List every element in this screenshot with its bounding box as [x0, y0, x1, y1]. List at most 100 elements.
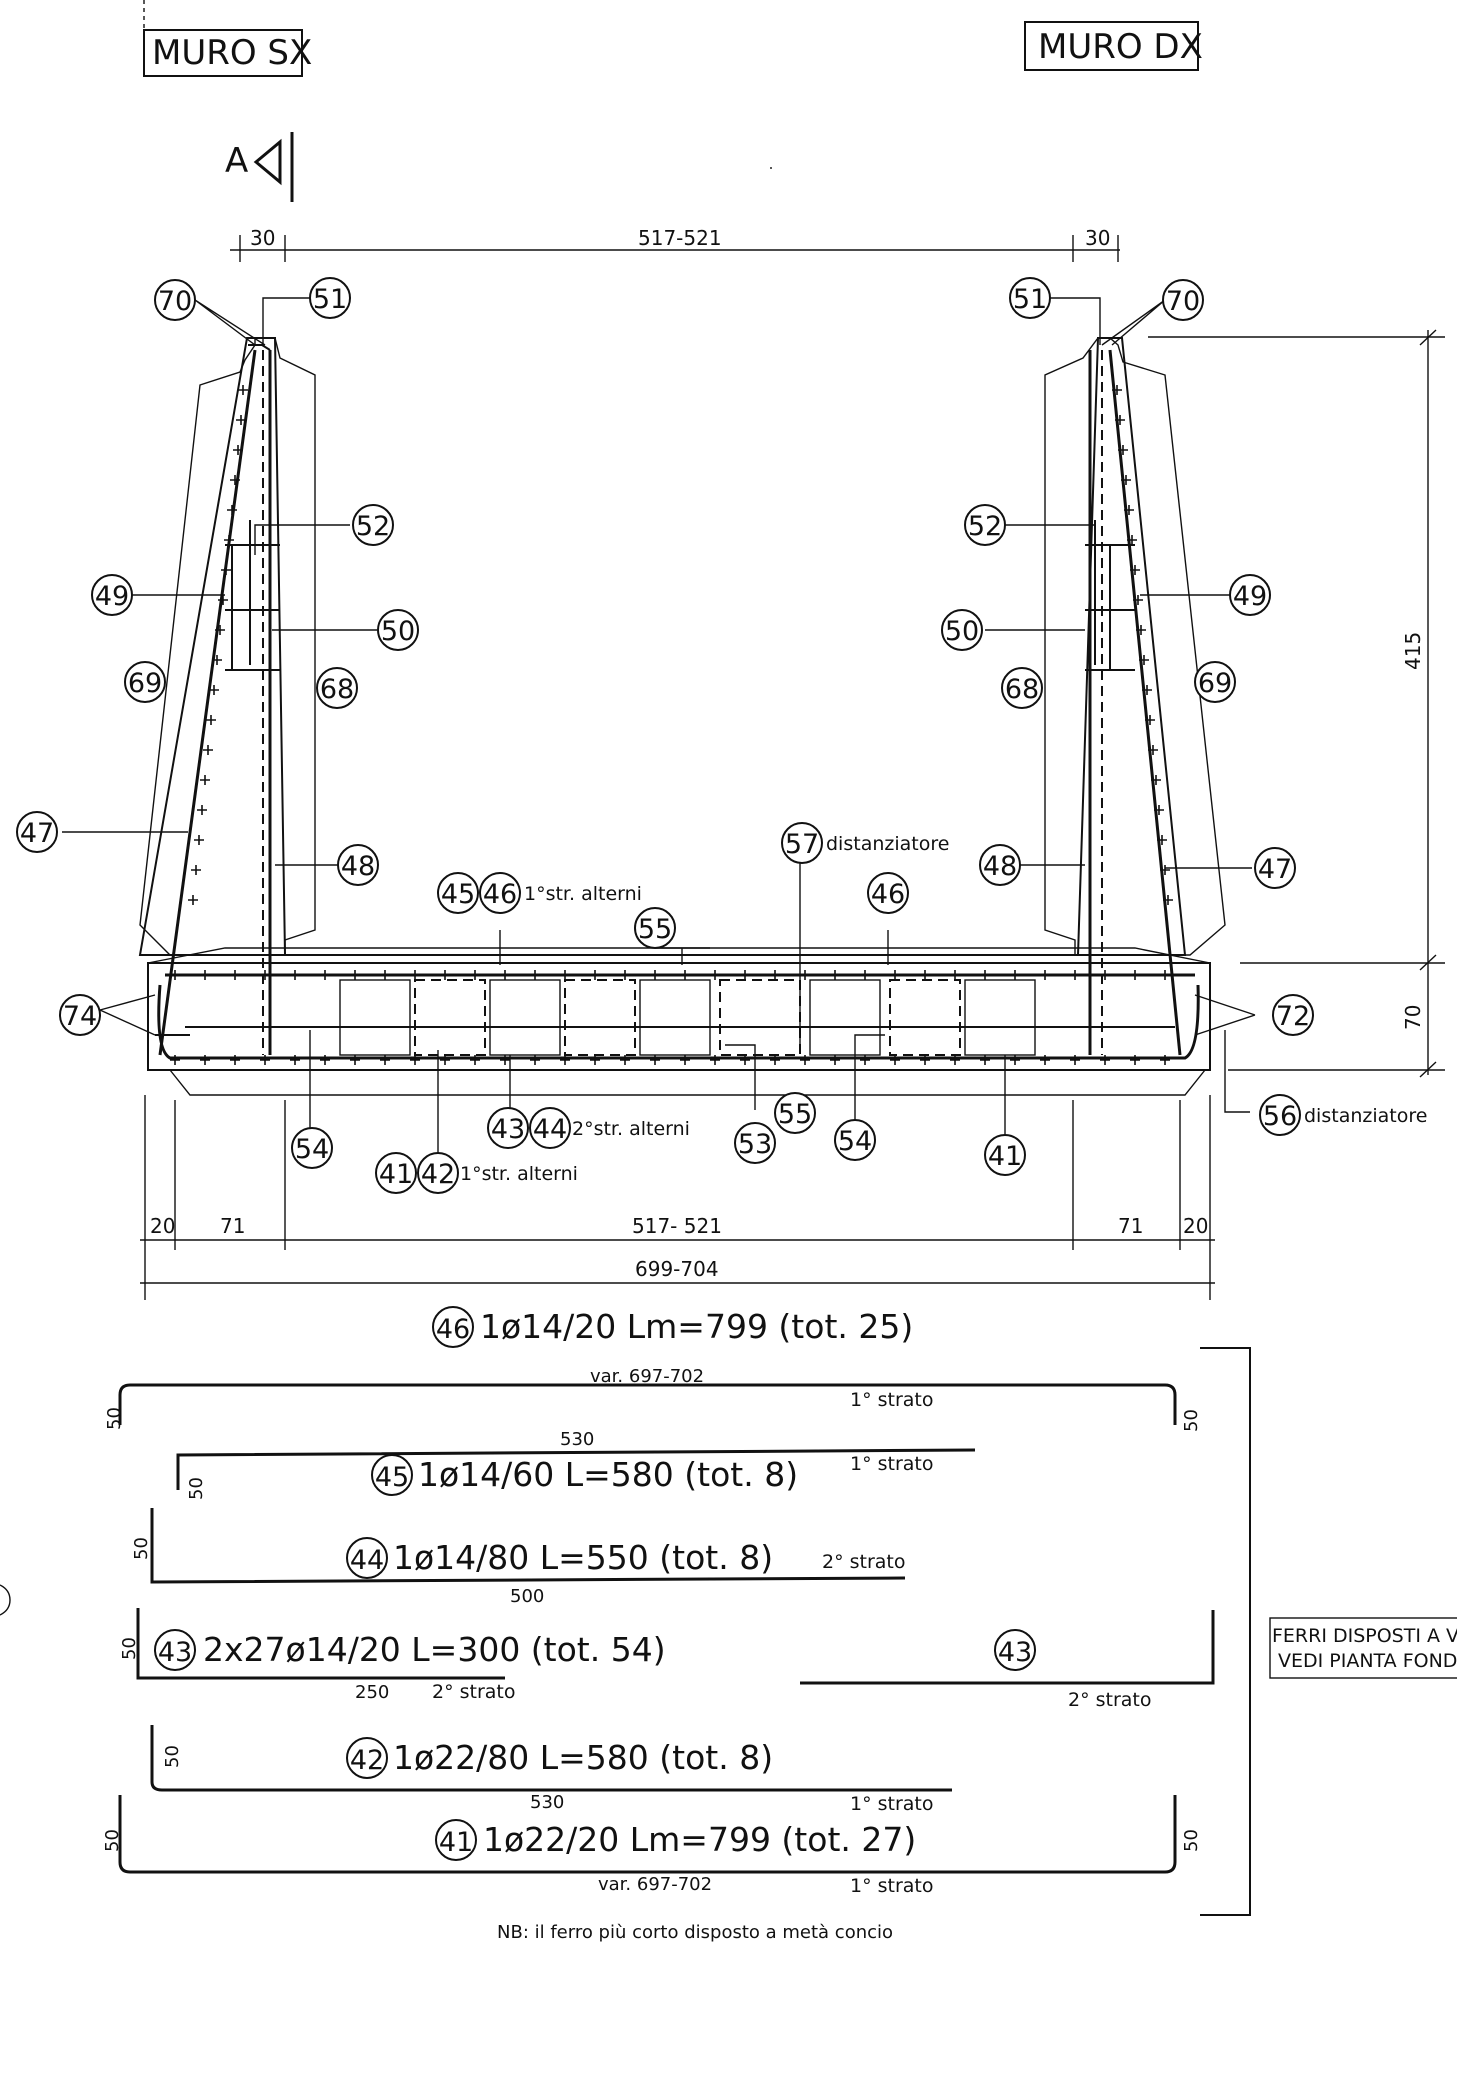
bar-46-layer: 1° strato [850, 1389, 934, 1411]
mark-72: 72 [1272, 994, 1314, 1036]
svg-text:49: 49 [95, 581, 129, 612]
section-marker: A [225, 132, 294, 202]
label-1str-alterni-bottom: 1°str. alterni [460, 1163, 578, 1185]
mark-52-left: 52 [352, 504, 394, 546]
dim-top-right: 30 [1085, 226, 1110, 250]
mark-68-right: 68 [1001, 667, 1043, 709]
mark-46-right: 46 [867, 872, 909, 914]
mark-57: 57 [781, 822, 823, 864]
svg-text:50: 50 [945, 616, 979, 647]
bar-44: 50 44 1ø14/80 L=550 (tot. 8) 2° strato 5… [131, 1508, 906, 1607]
svg-text:41: 41 [379, 1159, 413, 1190]
mark-54-right: 54 [834, 1119, 876, 1161]
right-vertical-dimension: 415 70 [1148, 329, 1445, 1078]
mark-50-left: 50 [377, 609, 419, 651]
label-2str-alterni: 2°str. alterni [572, 1118, 690, 1140]
bottom-dimensions: 20 71 517- 521 71 20 699-704 [140, 1095, 1215, 1300]
mark-74: 74 [59, 994, 101, 1036]
title-muro-dx: MURO DX [1024, 21, 1203, 71]
svg-text:57: 57 [785, 829, 819, 860]
edge-mark [0, 1584, 11, 1616]
bar-46-leg-right: 50 [1181, 1409, 1202, 1432]
side-note: FERRI DISPOSTI A VE VEDI PIANTA FONDA [1269, 1617, 1457, 1679]
bar-42-mark: 42 [350, 1745, 384, 1776]
mark-69-left: 69 [124, 661, 166, 703]
bar-43-layer-left: 2° strato [432, 1681, 516, 1703]
bar-44-mark: 44 [350, 1545, 384, 1576]
bar-43-mark-right: 43 [998, 1637, 1032, 1668]
top-dimension: 30 517-521 30 [230, 226, 1120, 262]
bar-45-length: 530 [560, 1429, 594, 1450]
bar-45-spec: 1ø14/60 L=580 (tot. 8) [418, 1455, 798, 1494]
mark-69-right: 69 [1194, 661, 1236, 703]
label-distanziatore-56: distanziatore [1304, 1105, 1427, 1127]
mark-48-left: 48 [337, 844, 379, 886]
label-distanziatore-57: distanziatore [826, 833, 949, 855]
svg-text:48: 48 [341, 851, 375, 882]
mark-51-right: 51 [1009, 277, 1051, 319]
left-wall [138, 337, 316, 1056]
mark-56: 56 [1259, 1094, 1301, 1136]
svg-text:68: 68 [1005, 674, 1039, 705]
svg-text:46: 46 [871, 879, 905, 910]
svg-text:55: 55 [778, 1099, 812, 1130]
svg-text:54: 54 [838, 1126, 872, 1157]
schedule-bracket [1200, 1347, 1251, 1916]
svg-text:54: 54 [295, 1134, 329, 1165]
dim-top-left: 30 [250, 226, 275, 250]
svg-text:72: 72 [1276, 1001, 1310, 1032]
title-muro-sx-text: MURO SX [152, 33, 312, 73]
svg-text:48: 48 [983, 851, 1017, 882]
svg-text:46: 46 [483, 879, 517, 910]
mark-41-mid: 41 [375, 1152, 417, 1194]
mark-49-right: 49 [1229, 574, 1271, 616]
bar-44-spec: 1ø14/80 L=550 (tot. 8) [393, 1538, 773, 1577]
mark-54-left: 54 [291, 1127, 333, 1169]
svg-text:47: 47 [20, 818, 54, 849]
bar-41-length: var. 697-702 [598, 1874, 712, 1895]
bar-42-length: 530 [530, 1792, 564, 1813]
bar-45-layer: 1° strato [850, 1453, 934, 1475]
bar-46-leg-left: 50 [104, 1407, 125, 1430]
section-arrow-icon [253, 138, 282, 186]
base-slab [147, 947, 1211, 1096]
mark-55-bottom: 55 [774, 1092, 816, 1134]
dim-right-height: 415 [1401, 632, 1425, 670]
bar-45-leg: 50 [186, 1477, 207, 1500]
title-muro-sx: MURO SX [143, 29, 312, 77]
label-1str-alterni-top: 1°str. alterni [524, 883, 642, 905]
bar-41-layer: 1° strato [850, 1875, 934, 1897]
mark-52-right: 52 [964, 504, 1006, 546]
svg-text:50: 50 [381, 616, 415, 647]
mark-47-left: 47 [16, 811, 58, 853]
svg-text:74: 74 [63, 1001, 97, 1032]
bar-41-spec: 1ø22/20 Lm=799 (tot. 27) [483, 1820, 916, 1859]
bar-46-mark: 46 [436, 1314, 470, 1345]
mark-51-left: 51 [309, 277, 351, 319]
svg-text:55: 55 [638, 914, 672, 945]
side-note-line2: VEDI PIANTA FONDA [1278, 1650, 1457, 1672]
svg-text:52: 52 [356, 511, 390, 542]
mark-70-left: 70 [154, 279, 196, 321]
bar-42: 50 42 1ø22/80 L=580 (tot. 8) 530 1° stra… [150, 1725, 952, 1815]
dim-top-mid: 517-521 [638, 226, 722, 250]
svg-text:45: 45 [441, 879, 475, 910]
bar-44-layer: 2° strato [822, 1551, 906, 1573]
svg-text:49: 49 [1233, 581, 1267, 612]
svg-text:68: 68 [320, 674, 354, 705]
title-muro-dx-text: MURO DX [1038, 27, 1203, 67]
mark-46-top: 46 [479, 872, 521, 914]
mark-41-right: 41 [984, 1134, 1026, 1176]
bar-44-leg: 50 [131, 1537, 152, 1560]
leader-lines [62, 297, 1256, 1170]
mark-70-right: 70 [1162, 279, 1204, 321]
bar-46-spec: 1ø14/20 Lm=799 (tot. 25) [480, 1307, 913, 1346]
bar-44-length: 500 [510, 1586, 544, 1607]
bar-41-leg-right: 50 [1181, 1829, 1202, 1852]
svg-text:52: 52 [968, 511, 1002, 542]
svg-text:43: 43 [491, 1114, 525, 1145]
mark-42-mid: 42 [417, 1152, 459, 1194]
mark-44-mid: 44 [529, 1107, 571, 1149]
svg-text:47: 47 [1258, 854, 1292, 885]
